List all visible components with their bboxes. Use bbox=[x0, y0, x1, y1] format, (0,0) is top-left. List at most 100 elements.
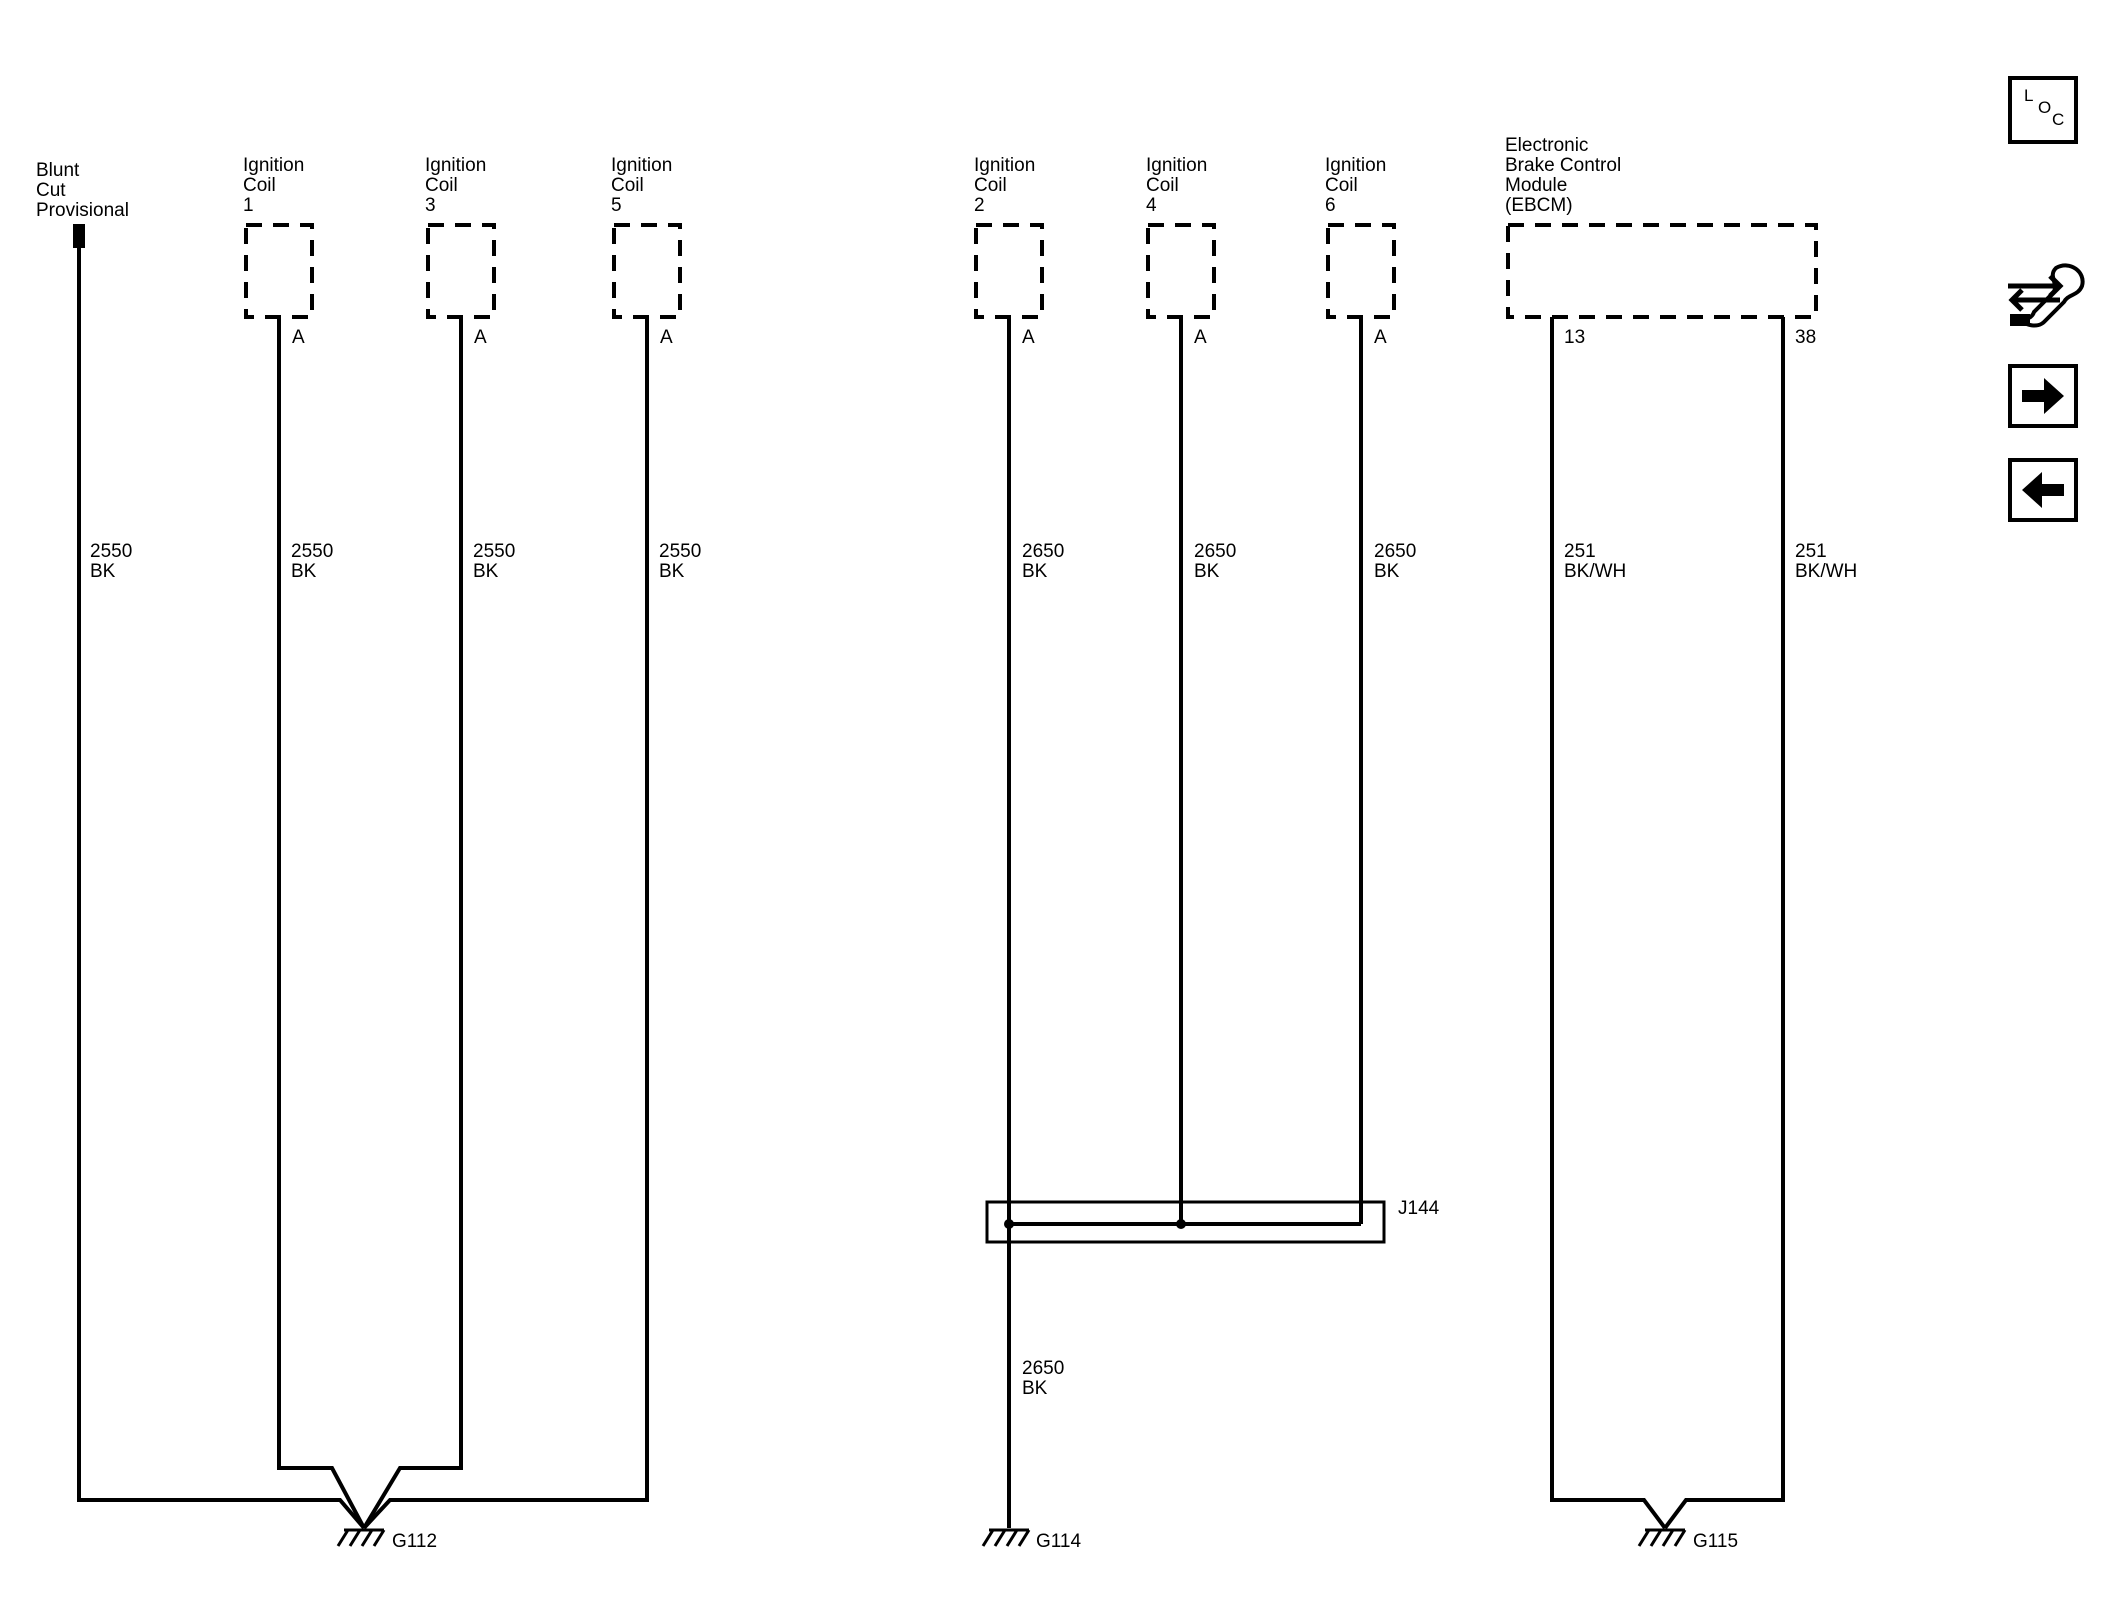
wire-label-ebcm-13: 251 BK/WH bbox=[1564, 541, 1626, 582]
wire-coil-3 bbox=[362, 317, 463, 1530]
wire-coil-1 bbox=[277, 317, 366, 1529]
ignition-coil-1-label: Ignition Coil 1 bbox=[243, 155, 304, 216]
svg-text:251: 251 bbox=[1795, 541, 1827, 562]
svg-text:2650: 2650 bbox=[1374, 541, 1416, 562]
ebcm-pin-13: 13 bbox=[1564, 327, 1585, 348]
coil-5-connector bbox=[612, 223, 682, 319]
ground-g115-icon bbox=[1637, 1528, 1687, 1547]
arrow-left-icon bbox=[2022, 472, 2064, 508]
wire-label-ebcm-38: 251 BK/WH bbox=[1795, 541, 1857, 582]
coil-4-connector bbox=[1146, 223, 1216, 319]
coil-3-connector bbox=[426, 223, 496, 319]
svg-text:2550: 2550 bbox=[473, 541, 515, 562]
svg-text:5: 5 bbox=[611, 195, 622, 216]
svg-text:BK: BK bbox=[90, 561, 116, 582]
ground-g115-label: G115 bbox=[1693, 1531, 1738, 1552]
svg-text:251: 251 bbox=[1564, 541, 1596, 562]
svg-text:Ignition: Ignition bbox=[425, 155, 486, 176]
ignition-coil-4-label: Ignition Coil 4 bbox=[1146, 155, 1207, 216]
wire-ebcm-13 bbox=[1550, 317, 1667, 1530]
svg-text:BK/WH: BK/WH bbox=[1564, 561, 1626, 582]
location-button[interactable]: L O C bbox=[2008, 76, 2078, 144]
splice-j144-node-1 bbox=[1004, 1219, 1014, 1229]
blunt-cut-terminal bbox=[73, 224, 85, 248]
svg-text:Coil: Coil bbox=[243, 175, 276, 196]
wrench-tools-icon[interactable] bbox=[2004, 256, 2088, 340]
svg-text:Coil: Coil bbox=[611, 175, 644, 196]
ignition-coil-5-label: Ignition Coil 5 bbox=[611, 155, 672, 216]
svg-text:(EBCM): (EBCM) bbox=[1505, 195, 1573, 216]
back-button[interactable] bbox=[2008, 458, 2078, 522]
svg-text:BK: BK bbox=[1374, 561, 1400, 582]
svg-text:BK: BK bbox=[291, 561, 317, 582]
wire-label-coil-2: 2650 BK bbox=[1022, 541, 1064, 582]
wire-label-coil-5: 2550 BK bbox=[659, 541, 701, 582]
coil-5-pin: A bbox=[660, 327, 673, 348]
coil-6-pin: A bbox=[1374, 327, 1387, 348]
svg-text:Blunt: Blunt bbox=[36, 160, 80, 181]
ebcm-connector bbox=[1506, 223, 1818, 319]
svg-text:2550: 2550 bbox=[90, 541, 132, 562]
splice-j144-label: J144 bbox=[1398, 1198, 1440, 1219]
ground-g112-label: G112 bbox=[392, 1531, 437, 1552]
svg-text:Ignition: Ignition bbox=[611, 155, 672, 176]
svg-text:Brake Control: Brake Control bbox=[1505, 155, 1621, 176]
coil-1-connector bbox=[244, 223, 314, 319]
svg-text:4: 4 bbox=[1146, 195, 1157, 216]
svg-text:2550: 2550 bbox=[291, 541, 333, 562]
wire-label-g114-feed: 2650 BK bbox=[1022, 1358, 1064, 1399]
svg-text:BK/WH: BK/WH bbox=[1795, 561, 1857, 582]
svg-text:Cut: Cut bbox=[36, 180, 66, 201]
forward-button[interactable] bbox=[2008, 364, 2078, 428]
ground-g112-icon bbox=[336, 1528, 386, 1547]
svg-text:2650: 2650 bbox=[1194, 541, 1236, 562]
wire-label-coil-3: 2550 BK bbox=[473, 541, 515, 582]
ignition-coil-3-label: Ignition Coil 3 bbox=[425, 155, 486, 216]
svg-text:BK: BK bbox=[659, 561, 685, 582]
wire-label-coil-1: 2550 BK bbox=[291, 541, 333, 582]
svg-text:2650: 2650 bbox=[1022, 1358, 1064, 1379]
ignition-coil-6-label: Ignition Coil 6 bbox=[1325, 155, 1386, 216]
coil-3-pin: A bbox=[474, 327, 487, 348]
arrow-right-icon bbox=[2022, 378, 2064, 414]
coil-2-connector bbox=[974, 223, 1044, 319]
ebcm-pin-38: 38 bbox=[1795, 327, 1816, 348]
svg-text:BK: BK bbox=[1022, 561, 1048, 582]
blunt-cut-label: Blunt Cut Provisional bbox=[36, 160, 129, 221]
svg-text:1: 1 bbox=[243, 195, 254, 216]
svg-text:2550: 2550 bbox=[659, 541, 701, 562]
ignition-coil-2-label: Ignition Coil 2 bbox=[974, 155, 1035, 216]
svg-text:Provisional: Provisional bbox=[36, 200, 129, 221]
coil-2-pin: A bbox=[1022, 327, 1035, 348]
svg-text:Ignition: Ignition bbox=[1325, 155, 1386, 176]
splice-j144-node-2 bbox=[1176, 1219, 1186, 1229]
ground-g114-icon bbox=[981, 1528, 1031, 1547]
coil-4-pin: A bbox=[1194, 327, 1207, 348]
wire-label-coil-4: 2650 BK bbox=[1194, 541, 1236, 582]
svg-text:BK: BK bbox=[473, 561, 499, 582]
svg-text:Ignition: Ignition bbox=[1146, 155, 1207, 176]
coil-1-pin: A bbox=[292, 327, 305, 348]
loc-letter-c: C bbox=[2052, 110, 2065, 129]
svg-text:Coil: Coil bbox=[1146, 175, 1179, 196]
wire-blunt-cut bbox=[77, 248, 366, 1530]
ebcm-label: Electronic Brake Control Module (EBCM) bbox=[1505, 135, 1621, 216]
svg-text:Coil: Coil bbox=[425, 175, 458, 196]
loc-letter-o: O bbox=[2038, 98, 2052, 117]
loc-letter-l: L bbox=[2024, 86, 2034, 105]
svg-text:Ignition: Ignition bbox=[243, 155, 304, 176]
ground-g114-label: G114 bbox=[1036, 1531, 1082, 1552]
svg-text:Electronic: Electronic bbox=[1505, 135, 1588, 156]
wire-ebcm-38 bbox=[1663, 317, 1785, 1530]
wire-coil-5 bbox=[362, 317, 649, 1530]
svg-text:2: 2 bbox=[974, 195, 985, 216]
svg-text:Ignition: Ignition bbox=[974, 155, 1035, 176]
svg-text:Coil: Coil bbox=[974, 175, 1007, 196]
svg-text:Coil: Coil bbox=[1325, 175, 1358, 196]
coil-6-connector bbox=[1326, 223, 1396, 319]
svg-text:2650: 2650 bbox=[1022, 541, 1064, 562]
svg-text:6: 6 bbox=[1325, 195, 1336, 216]
wire-label-coil-6: 2650 BK bbox=[1374, 541, 1416, 582]
svg-text:BK: BK bbox=[1022, 1378, 1048, 1399]
